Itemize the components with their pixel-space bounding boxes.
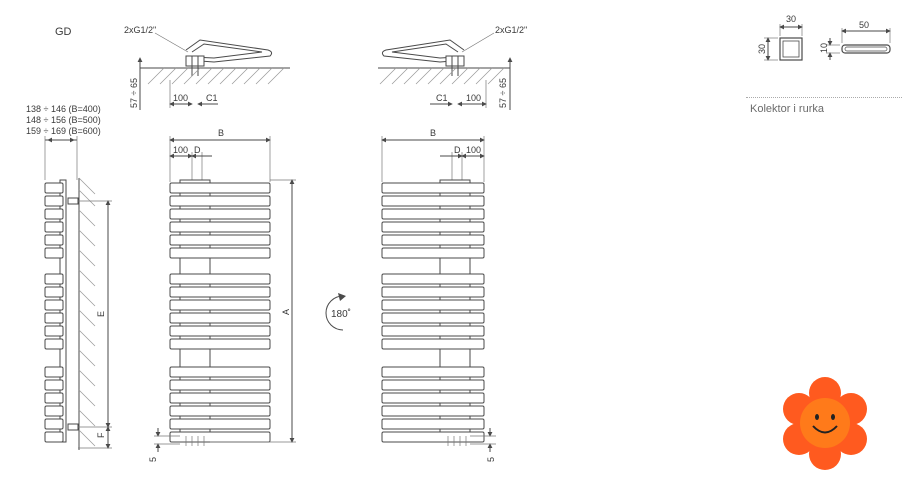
radiator-bar (44, 299, 64, 311)
radiator-bar (381, 221, 485, 233)
depth-label-600: 159 ÷ 169 (B=600) (26, 126, 101, 136)
side-view: E F (44, 136, 112, 450)
profile-collector: 30 30 (757, 14, 803, 61)
dim-b-left: B (218, 128, 224, 138)
radiator-bar (381, 195, 485, 207)
radiator-bar (44, 379, 64, 391)
profile-tube: 50 10 (819, 20, 891, 60)
radiator-bar (169, 431, 271, 443)
dim-b-right: B (430, 128, 436, 138)
top-view-right: 2xG1/2" 57 ÷ 65 100 C1 (378, 25, 527, 110)
drawing-title: GD (55, 26, 72, 38)
radiator-bar (44, 182, 64, 194)
dim-f: F (96, 432, 106, 438)
radiator-bar (169, 195, 271, 207)
radiator-bar (44, 286, 64, 298)
radiator-bar (381, 208, 485, 220)
radiator-bar (44, 195, 64, 207)
depth-label-500: 148 ÷ 156 (B=500) (26, 115, 101, 125)
radiator-bar (381, 366, 485, 378)
dim-100-front-right: 100 (466, 145, 481, 155)
radiator-bar (169, 338, 271, 350)
dim-e: E (96, 311, 106, 317)
radiator-bar (381, 182, 485, 194)
radiator-bar (169, 325, 271, 337)
radiator-bar (169, 379, 271, 391)
dim-c1-left: C1 (206, 93, 218, 103)
radiator-bar (44, 392, 64, 404)
radiator-bar (381, 234, 485, 246)
radiator-bar (169, 273, 271, 285)
radiator-bar (169, 182, 271, 194)
radiator-bar (169, 366, 271, 378)
radiator-bar (381, 247, 485, 259)
smiling-flower-icon (783, 377, 867, 470)
radiator-bar (381, 431, 485, 443)
radiator-bar (44, 325, 64, 337)
radiator-bar (169, 234, 271, 246)
radiator-bar (381, 418, 485, 430)
radiator-bar (44, 234, 64, 246)
radiator-bar (381, 405, 485, 417)
depth-label-400: 138 ÷ 146 (B=400) (26, 104, 101, 114)
radiator-bar (169, 299, 271, 311)
connection-label-right: 2xG1/2" (495, 25, 527, 35)
dim-c1-right: C1 (436, 93, 448, 103)
radiator-bar (44, 431, 64, 443)
radiator-bar (44, 247, 64, 259)
radiator-bar (44, 221, 64, 233)
dim-d-right: D (454, 145, 461, 155)
rotation-arrow-icon: 180˚ (325, 293, 351, 331)
radiator-bar (169, 418, 271, 430)
front-view-left: B 100 D A 5 (148, 128, 296, 462)
radiator-bar (381, 392, 485, 404)
dim-5-right: 5 (486, 457, 496, 462)
radiator-bar (381, 286, 485, 298)
profile-separator (746, 97, 902, 98)
radiator-bar (44, 418, 64, 430)
dim-57-65-right: 57 ÷ 65 (498, 78, 508, 108)
radiator-bar (44, 273, 64, 285)
profile-caption: Kolektor i rurka (750, 103, 824, 115)
radiator-bar (381, 325, 485, 337)
radiator-bar (381, 299, 485, 311)
dim-5-left: 5 (148, 457, 158, 462)
radiator-bar (44, 366, 64, 378)
tube-width-label: 50 (859, 20, 869, 30)
top-view-left: 2xG1/2" 57 ÷ 65 100 C1 (124, 25, 290, 110)
radiator-bar (44, 208, 64, 220)
radiator-bar (381, 312, 485, 324)
radiator-bar (44, 338, 64, 350)
front-view-right: B D 100 5 (381, 128, 496, 462)
radiator-bar (169, 392, 271, 404)
collector-height-label: 30 (757, 44, 767, 54)
dim-d-left: D (194, 145, 201, 155)
rotation-label: 180˚ (331, 308, 351, 320)
dim-100-front-left: 100 (173, 145, 188, 155)
dim-a: A (281, 309, 291, 315)
collector-width-label: 30 (786, 14, 796, 24)
radiator-bar (169, 221, 271, 233)
radiator-bar (381, 273, 485, 285)
radiator-bar (169, 247, 271, 259)
dim-100-top-left: 100 (173, 93, 188, 103)
radiator-bar (169, 286, 271, 298)
connection-label-left: 2xG1/2" (124, 25, 156, 35)
radiator-bar (381, 338, 485, 350)
radiator-bar (169, 312, 271, 324)
radiator-bar (44, 312, 64, 324)
dim-100-top-right: 100 (466, 93, 481, 103)
tube-height-label: 10 (819, 43, 829, 53)
radiator-bar (169, 208, 271, 220)
radiator-bar (44, 405, 64, 417)
radiator-bar (381, 379, 485, 391)
radiator-bar (169, 405, 271, 417)
dim-57-65-left: 57 ÷ 65 (129, 78, 139, 108)
